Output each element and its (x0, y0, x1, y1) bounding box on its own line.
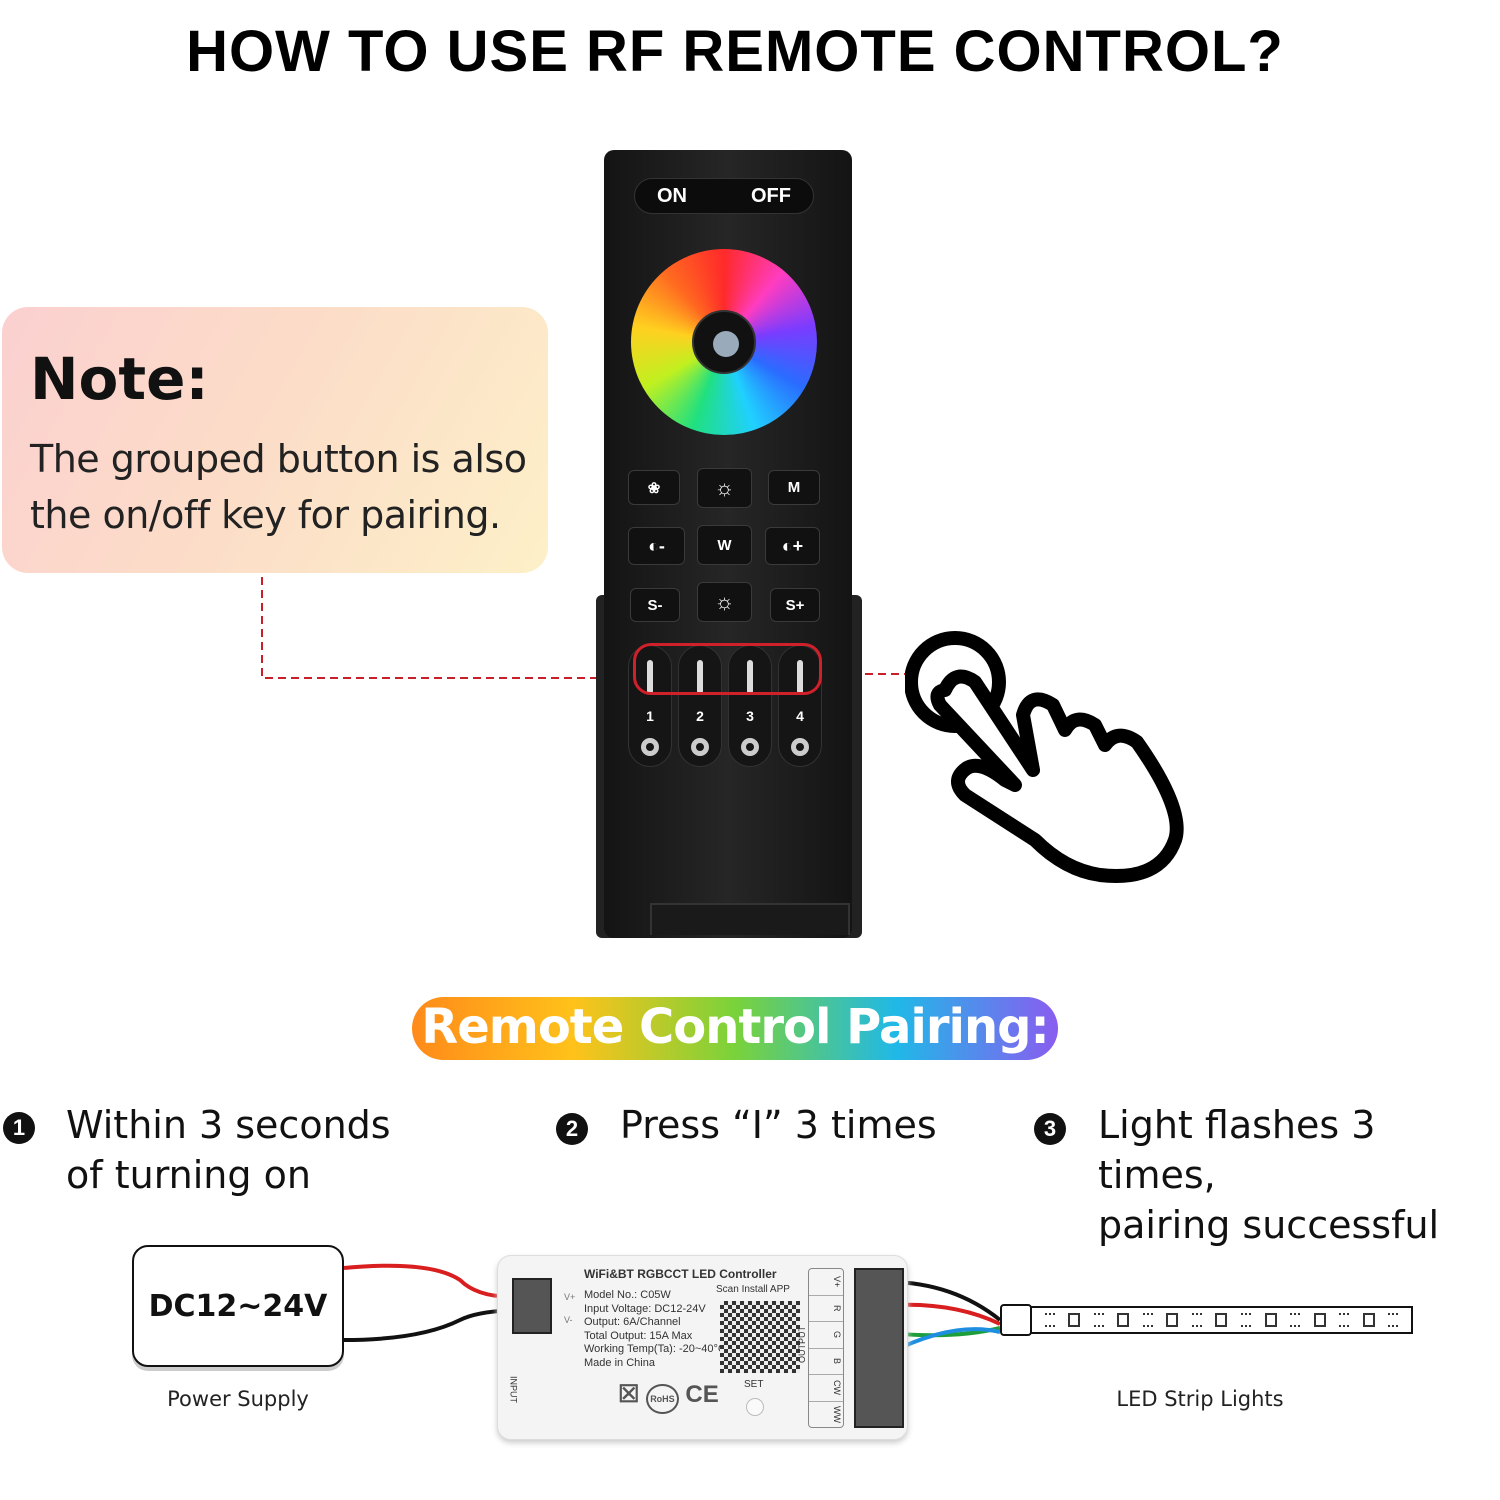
scan-label: Scan Install APP (716, 1284, 790, 1295)
off-button[interactable]: OFF (751, 184, 791, 207)
note-box: Note: The grouped button is also the on/… (2, 307, 548, 573)
note-line: The grouped button is also (30, 437, 527, 481)
step-number: 1 (3, 1112, 35, 1144)
brightness-down-button[interactable]: ☼ (697, 582, 752, 622)
dimmer-plus-icon: ◐+ (781, 535, 804, 556)
dimmer-minus-icon: ◐- (648, 535, 665, 556)
strip-connector (1000, 1304, 1032, 1336)
group-button-3[interactable]: 3 (728, 645, 772, 767)
page-title: HOW TO USE RF REMOTE CONTROL? (186, 19, 1284, 84)
group-number: 4 (796, 708, 804, 724)
group-buttons: 1 2 3 4 (628, 645, 822, 767)
step-3: Light flashes 3 times, pairing successful (1098, 1100, 1500, 1250)
vminus-label: V- (564, 1315, 573, 1325)
step-text: Light flashes 3 times, (1098, 1103, 1376, 1197)
spec-temp: Working Temp(Ta): -20~40°C (584, 1343, 726, 1355)
step-2: Press “I” 3 times (620, 1100, 937, 1150)
group-number: 3 (746, 708, 754, 724)
step-number: 3 (1034, 1113, 1066, 1145)
rgb-mode-button[interactable]: ❀ (628, 470, 680, 505)
certification-marks: ☒ RoHS CE (618, 1383, 719, 1414)
group-number: 1 (646, 708, 654, 724)
spec-model: Model No.: C05W (584, 1289, 671, 1301)
step-text: Within 3 seconds (66, 1103, 391, 1147)
group-button-4[interactable]: 4 (778, 645, 822, 767)
rgb-icon: ❀ (647, 479, 661, 497)
button-label: M (787, 479, 801, 496)
qr-code[interactable] (720, 1301, 800, 1373)
ce-mark: CE (685, 1381, 719, 1408)
speed-minus-button[interactable]: S- (630, 588, 680, 622)
led-strip-label: LED Strip Lights (1116, 1387, 1284, 1411)
spec-made: Made in China (584, 1356, 655, 1369)
power-supply: DC12~24V (132, 1245, 344, 1367)
set-button[interactable] (746, 1398, 764, 1416)
button-label: S+ (785, 596, 805, 614)
channel-label: G (809, 1322, 843, 1349)
vplus-label: V+ (564, 1292, 576, 1302)
note-heading: Note: (30, 345, 209, 413)
spec-input: Input Voltage: DC12-24V (584, 1302, 706, 1315)
on-button[interactable]: ON (657, 184, 687, 207)
step-text: Press “I” 3 times (620, 1103, 937, 1147)
step-number: 2 (556, 1113, 588, 1145)
brightness-up-icon: ☼ (714, 475, 735, 500)
spec-output: Output: 6A/Channel (584, 1316, 681, 1328)
spec-total: Total Output: 15A Max (584, 1329, 693, 1342)
pairing-heading: Remote Control Pairing: (412, 997, 1058, 1060)
dimmer-minus-button[interactable]: ◐- (628, 527, 685, 565)
step-text: pairing successful (1098, 1203, 1440, 1247)
brightness-down-icon: ☼ (714, 589, 735, 614)
output-terminal (854, 1268, 904, 1428)
step-text: of turning on (66, 1153, 311, 1197)
channel-label: WW (832, 1405, 842, 1423)
controller-name: WiFi&BT RGBCCT LED Controller (584, 1267, 777, 1281)
set-label: SET (744, 1379, 764, 1390)
group-highlight (633, 643, 822, 695)
holder-slot (650, 903, 850, 935)
channel-label: V+ (809, 1269, 843, 1296)
channel-label: B (809, 1349, 843, 1375)
led-controller: V+ V- WiFi&BT RGBCCT LED Controller Scan… (497, 1255, 908, 1440)
note-line: the on/off key for pairing. (30, 493, 501, 537)
led-strip (1030, 1306, 1413, 1334)
mode-button[interactable]: M (768, 470, 820, 505)
color-wheel[interactable] (631, 249, 817, 435)
dimmer-plus-button[interactable]: ◐+ (765, 527, 820, 565)
button-label: S- (647, 596, 663, 614)
output-labels: V+ R G B CW WW (808, 1268, 844, 1428)
channel-label: CW (809, 1375, 843, 1402)
output-label: OUTPUT (797, 1326, 807, 1363)
button-label: W (717, 536, 732, 554)
step-1: Within 3 seconds of turning on (66, 1100, 391, 1200)
input-terminal (512, 1278, 552, 1334)
brightness-up-button[interactable]: ☼ (697, 468, 752, 508)
power-supply-label: Power Supply (167, 1387, 309, 1411)
tap-hand-icon (905, 631, 1184, 883)
rohs-mark: RoHS (646, 1384, 679, 1414)
input-label: INPUT (508, 1376, 519, 1403)
white-button[interactable]: W (697, 525, 752, 565)
channel-label: R (809, 1296, 843, 1322)
group-number: 2 (696, 708, 704, 724)
on-off-rocker[interactable]: ON OFF (634, 178, 814, 214)
speed-plus-button[interactable]: S+ (770, 588, 820, 622)
group-button-2[interactable]: 2 (678, 645, 722, 767)
